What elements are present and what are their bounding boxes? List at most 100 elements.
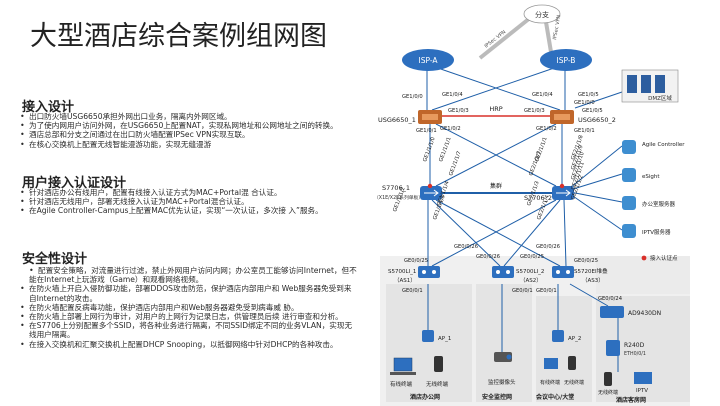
list-item: 在防火墙上开启入侵防御功能，部署DDOS攻击防范，保护酒店内部用户和 Web服务…: [18, 284, 358, 302]
core1-label: S7706_1: [382, 184, 410, 192]
ap-2-icon: AP_2: [552, 330, 581, 342]
port-label: GE2/1/1/7: [528, 150, 542, 176]
iptv-server-label: IPTV服务器: [642, 228, 671, 236]
port-label: GE1/0/0: [574, 100, 595, 106]
isp-b-label: ISP-B: [557, 56, 576, 65]
link-as3-ac: [569, 283, 609, 307]
link-core2-office-server: [569, 191, 623, 203]
as3-sub-label: （AS3）: [582, 277, 604, 284]
fw2-label: USG6650_2: [578, 116, 616, 124]
port-label: GE1/0/1: [416, 128, 437, 134]
agile-controller-icon: Agile Controller: [622, 140, 685, 154]
access-switch-2-icon: [492, 266, 514, 278]
port-label: GE1/0/0: [402, 94, 423, 100]
link-fw2-core1: [435, 123, 557, 187]
ap2-label: AP_2: [568, 336, 581, 342]
list-item: 针对酒店办公有线用户，配置有线接入认证方式为MAC+Portal混 合认证。: [18, 188, 358, 197]
list-item: 在S7706上分别配置多个SSID，将各种业务进行隔离，不同SSID绑定不同的业…: [18, 321, 358, 339]
list-item: 在接入交换机和汇聚交换机上配置DHCP Snooping，以抵御网络中针对DHC…: [18, 340, 358, 349]
conference-wired-terminal-icon: [544, 358, 558, 369]
list-item: 出口防火墙USG6650承担外网出口业务，隔离内外网区域。: [18, 112, 338, 121]
list-item: 为了使内网用户访问外网，在USG6650上配置NAT，实现私网地址和公网地址之间…: [18, 121, 338, 130]
list-item: 在防火墙配置反病毒功能，保护酒店内部用户和Web服务器避免受到病毒威 胁。: [18, 303, 358, 312]
office-server-icon: 办公室服务器: [622, 196, 676, 210]
port-label: GE1/1/1/1: [438, 136, 452, 162]
link-core1-as2: [431, 199, 501, 267]
office-server-label: 办公室服务器: [642, 200, 676, 208]
dmz-server-icon: DMZ区域: [621, 69, 679, 103]
access-switch-3-icon: [552, 266, 574, 278]
list-item: 在防火墙上部署上网行为审计，对用户的上网行为记录日志，供管理员后续 进行审查和分…: [18, 312, 358, 321]
iptv-server-icon: IPTV服务器: [622, 224, 671, 238]
branch-label: 分支: [535, 10, 549, 19]
as2-label: S5700LI_2: [516, 269, 544, 275]
port-label: GE1/0/3: [448, 108, 469, 114]
core2-label: S7706_2: [524, 194, 552, 202]
as1-label: S5700LI_1: [388, 269, 416, 275]
isp-a-label: ISP-A: [418, 56, 438, 65]
port-label: GE1/0/2: [440, 126, 461, 132]
branch-cloud-icon: 分支: [523, 4, 561, 24]
zone-office-label: 酒店办公网: [410, 393, 440, 401]
office-zone-box: [386, 284, 472, 402]
port-label: GE1/0/1: [574, 128, 595, 134]
list-item: 在Agile Controller-Campus上配置MAC优先认证，实现“一次…: [18, 206, 358, 215]
cluster-label: 集群: [490, 182, 502, 190]
zone-guestroom-label: 酒店客房网: [616, 396, 646, 404]
firewall-2-icon: [550, 110, 574, 124]
port-label: GE0/0/1: [512, 288, 533, 294]
r240-label: R240D: [624, 342, 645, 349]
list-item: 在核心交换机上配置无线智能漫游功能，实现无缝漫游: [18, 140, 338, 149]
firewall-1-icon: [418, 110, 442, 124]
ipsec-vpn-label-right: IPSec VPN: [552, 14, 562, 40]
port-label: GE1/0/5: [578, 92, 599, 98]
as3-label: S5720EI堆叠: [574, 267, 608, 275]
port-label: GE0/0/26: [476, 254, 500, 260]
isp-b-cloud-icon: ISP-B: [540, 49, 592, 71]
link-core2-esight: [569, 173, 623, 191]
port-label: GE1/0/5: [582, 108, 603, 114]
conference-wireless-label: 无线终端: [564, 379, 584, 386]
agile-label: Agile Controller: [642, 142, 685, 148]
port-label: GE0/0/1: [536, 288, 557, 294]
port-label: GE0/0/25: [574, 258, 598, 264]
section-list-auth: 针对酒店办公有线用户，配置有线接入认证方式为MAC+Portal混 合认证。 针…: [18, 188, 358, 216]
wired-terminal-icon: [390, 357, 416, 375]
iptv-label: IPTV: [636, 388, 648, 394]
ad9430dn-icon: AD9430DN: [600, 306, 661, 318]
camera-label: 监控摄像头: [488, 378, 516, 386]
wireless-terminal-icon: [434, 356, 443, 372]
vpn-tunnel-left: [478, 16, 532, 60]
guestroom-wireless-label: 无线终端: [598, 389, 618, 396]
link-fw2-dmz: [574, 91, 623, 109]
port-label: GE1/0/4: [442, 92, 463, 98]
section-heading-security: 安全性设计: [22, 252, 88, 267]
network-diagram: 分支 IPSec VPN IPSec VPN ISP-A ISP-B DMZ区域: [374, 4, 690, 406]
port-label: GE0/0/1: [402, 288, 423, 294]
core1-sub-label: （X1E/X2E系列单板）: [374, 194, 423, 201]
network-links: [426, 65, 623, 372]
core-switch-2-icon: [552, 183, 574, 200]
eth-port-label: ETH0/0/1: [624, 351, 646, 357]
wired-terminal-label: 有线终端: [390, 380, 413, 388]
page-title: 大型酒店综合案例组网图: [30, 21, 327, 52]
esight-label: eSight: [642, 174, 660, 180]
list-item: 针对酒店无线用户，部署无线接入认证为MAC+Portal混合认证。: [18, 197, 358, 206]
core-switch-1-icon: [420, 183, 442, 200]
hrp-label: HRP: [489, 105, 502, 113]
conference-wired-label: 有线终端: [540, 379, 560, 386]
port-label: GE0/0/26: [536, 244, 560, 250]
link-core2-as2: [503, 199, 561, 267]
port-label: GE1/1/1/7: [448, 150, 462, 176]
as1-sub-label: （AS1）: [394, 277, 416, 284]
list-item: 酒店总部和分支之间通过在出口防火墙配置IPSec VPN实现互联。: [18, 130, 338, 139]
dmz-label: DMZ区域: [648, 94, 672, 102]
isp-a-cloud-icon: ISP-A: [402, 49, 454, 71]
esight-icon: eSight: [622, 168, 660, 182]
auth-point-legend-label: 接入认证点: [650, 254, 678, 262]
iptv-icon: [634, 372, 652, 384]
port-label: GE1/0/2: [536, 126, 557, 132]
zone-conference-label: 会议中心/大堂: [536, 393, 574, 401]
section-list-security: 配置安全策略，对流量进行过滤，禁止外网用户访问内网；办公室员工能够访问Inter…: [18, 266, 358, 349]
section-list-access: 出口防火墙USG6650承担外网出口业务，隔离内外网区域。 为了使内网用户访问外…: [18, 112, 338, 149]
